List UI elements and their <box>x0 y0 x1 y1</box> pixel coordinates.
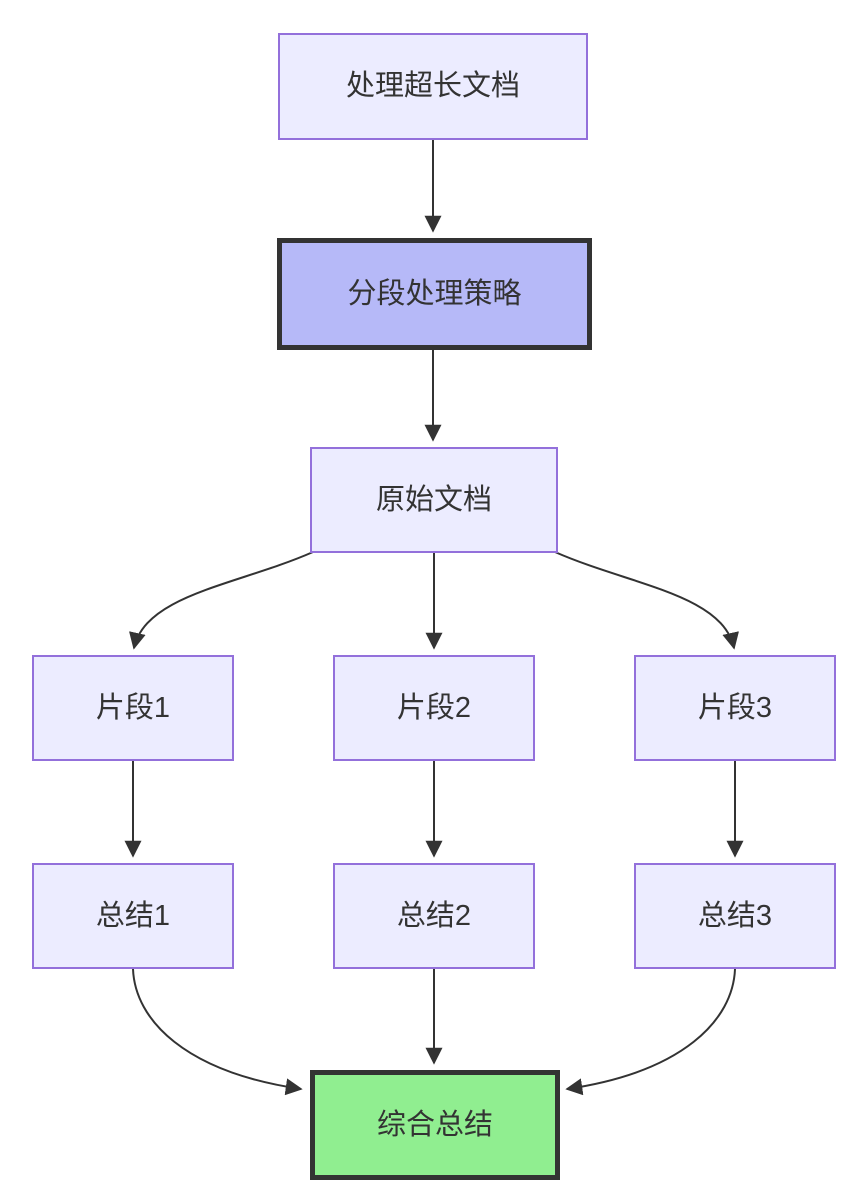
node-summary-1: 总结1 <box>32 863 234 969</box>
node-label: 处理超长文档 <box>345 70 520 103</box>
node-label: 片段2 <box>396 691 472 724</box>
node-combined-summary: 综合总结 <box>310 1070 560 1180</box>
node-handle-long-document: 处理超长文档 <box>278 33 588 140</box>
node-fragment-3: 片段3 <box>634 655 836 761</box>
node-original-document: 原始文档 <box>310 447 558 553</box>
node-label: 分段处理策略 <box>347 277 522 310</box>
edge-e1-f <box>132 968 303 1096</box>
node-label: 总结1 <box>95 899 171 932</box>
node-summary-3: 总结3 <box>634 863 836 969</box>
node-label: 总结2 <box>396 899 472 932</box>
node-label: 片段1 <box>95 691 171 724</box>
edge-c-d3 <box>554 551 739 650</box>
node-fragment-2: 片段2 <box>333 655 535 761</box>
node-label: 综合总结 <box>376 1108 493 1141</box>
edge-c-d1 <box>129 551 314 650</box>
node-segmentation-strategy: 分段处理策略 <box>277 238 592 350</box>
edge-e3-f <box>565 968 736 1096</box>
node-label: 原始文档 <box>375 483 492 516</box>
node-label: 总结3 <box>697 899 773 932</box>
node-summary-2: 总结2 <box>333 863 535 969</box>
node-fragment-1: 片段1 <box>32 655 234 761</box>
node-label: 片段3 <box>697 691 773 724</box>
